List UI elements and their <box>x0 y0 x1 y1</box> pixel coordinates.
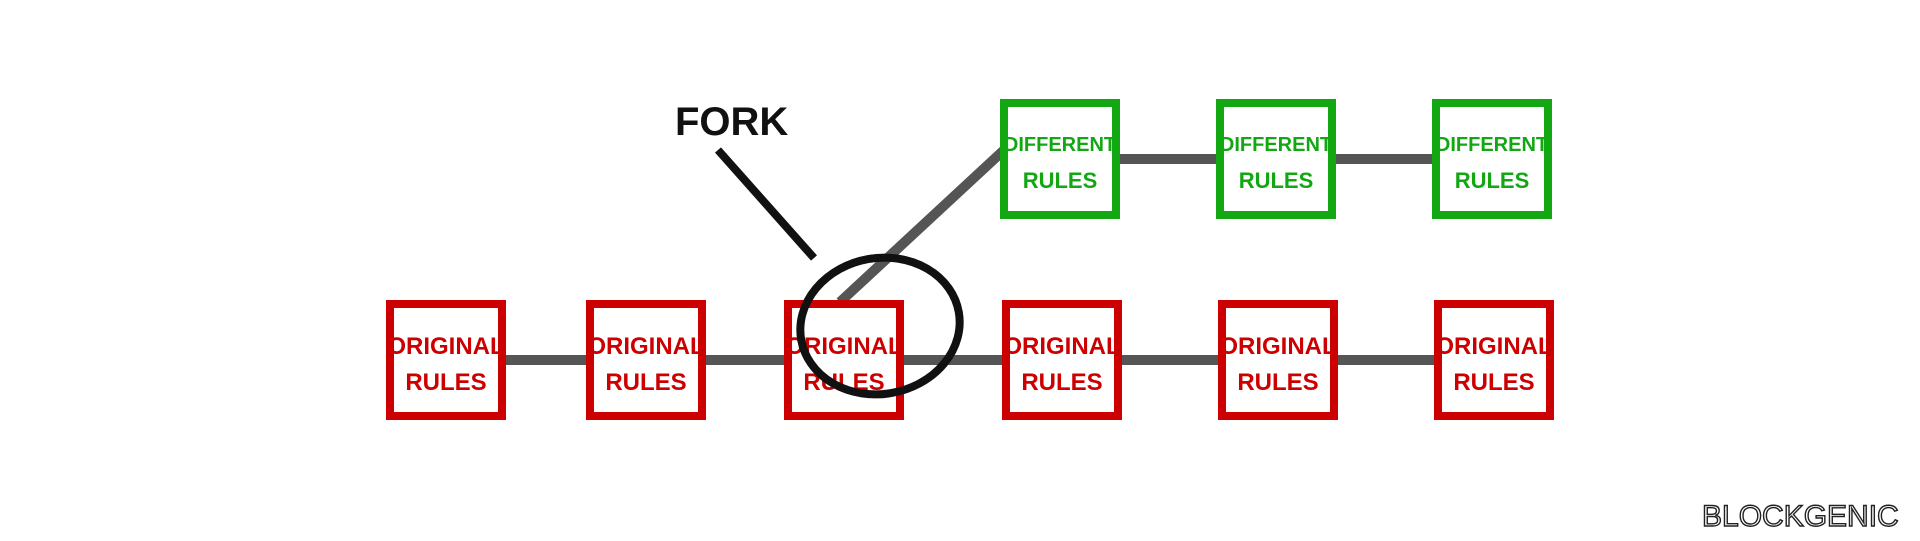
original-rules-block: ORIGINAL RULES <box>1434 300 1554 420</box>
block-label-line1: DIFFERENT <box>1004 134 1116 156</box>
block-label-line1: ORIGINAL <box>1003 333 1120 360</box>
block-label-line2: RULES <box>1021 369 1102 396</box>
original-rules-block: ORIGINAL RULES <box>386 300 506 420</box>
block-label-line1: DIFFERENT <box>1220 134 1332 156</box>
block-label-line2: RULES <box>1023 168 1098 193</box>
fork-pointer-line <box>715 147 817 261</box>
different-rules-block: DIFFERENT RULES <box>1000 99 1120 219</box>
block-label-line2: RULES <box>605 369 686 396</box>
block-label-line1: ORIGINAL <box>587 333 704 360</box>
block-label-line2: RULES <box>405 369 486 396</box>
different-rules-block: DIFFERENT RULES <box>1216 99 1336 219</box>
block-label-line1: ORIGINAL <box>1219 333 1336 360</box>
block-label-line2: RULES <box>1237 369 1318 396</box>
block-label-line2: RULES <box>1453 369 1534 396</box>
original-rules-block: ORIGINAL RULES <box>586 300 706 420</box>
different-rules-block: DIFFERENT RULES <box>1432 99 1552 219</box>
block-label-line1: ORIGINAL <box>387 333 504 360</box>
original-rules-block: ORIGINAL RULES <box>1002 300 1122 420</box>
logo-wordmark: BLOCKGENIC <box>1702 500 1899 533</box>
block-label-line2: RULES <box>1455 168 1530 193</box>
fork-label: FORK <box>675 100 788 144</box>
block-label-line1: DIFFERENT <box>1436 134 1548 156</box>
fork-highlight-circle <box>796 253 964 399</box>
fork-branch-connector <box>836 146 1008 306</box>
block-label-line1: ORIGINAL <box>1435 333 1552 360</box>
block-label-line2: RULES <box>1239 168 1314 193</box>
blockgenic-logo: BLOCKGENIC <box>1700 490 1918 536</box>
original-rules-block: ORIGINAL RULES <box>1218 300 1338 420</box>
